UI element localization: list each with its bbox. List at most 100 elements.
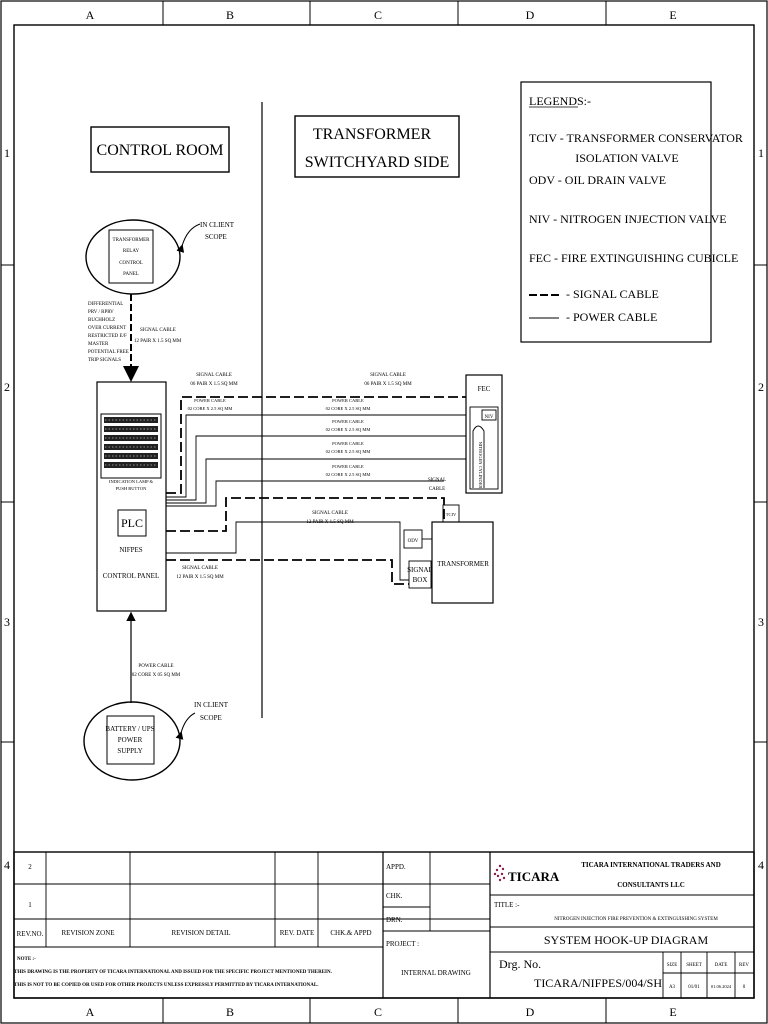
ups-scope-line-1: IN CLIENT xyxy=(194,701,229,709)
legend-text-tciv: - TRANSFORMER CONSERVATOR xyxy=(557,131,743,145)
header-revision-detail: REVISION DETAIL xyxy=(171,929,230,937)
tciv-label: TCIV xyxy=(446,512,457,517)
header-rev-no: REV.NO. xyxy=(17,930,44,938)
ups-scope-line-2: SCOPE xyxy=(200,714,222,722)
signal-mid-2: 12 PAIR X 1.5 SQ MM xyxy=(306,520,354,525)
fec-label: FEC xyxy=(478,385,491,393)
col-label-c-top: C xyxy=(374,8,382,22)
header-revision-zone: REVISION ZONE xyxy=(61,929,114,937)
indication-lamp-rows xyxy=(104,417,158,468)
project-value: INTERNAL DRAWING xyxy=(401,969,471,977)
niv-box xyxy=(481,409,497,421)
ups-line-3: SUPPLY xyxy=(117,747,142,755)
trip-signal-2: PRV / RPRV xyxy=(88,310,114,315)
power-4-1: POWER CABLE xyxy=(332,464,364,469)
logo-text: TICARA xyxy=(508,869,560,884)
signal-tciv-2: CABLE xyxy=(429,487,445,492)
indication-label-1: INDICATION LAMP & xyxy=(109,479,154,484)
legend-code-niv: NIV xyxy=(529,212,551,226)
date-label: DATE xyxy=(715,963,728,968)
relay-panel-line-4: PANEL xyxy=(123,272,139,277)
tciv-box xyxy=(442,504,460,523)
header-rev-date: REV. DATE xyxy=(280,929,314,937)
sheet-label: SHEET xyxy=(686,963,702,968)
size-label: SIZE xyxy=(667,963,678,968)
power-2-1: POWER CABLE xyxy=(332,419,364,424)
trip-signal-3: BUCHHOLZ xyxy=(88,318,115,323)
legend-signal-cable: - SIGNAL CABLE xyxy=(566,287,659,301)
legend-code-odv: ODV xyxy=(529,173,555,187)
power-1-left-1: POWER CABLE xyxy=(194,398,226,403)
col-label-e-top: E xyxy=(669,8,676,22)
plc-box xyxy=(117,509,147,537)
signal-box-label-2: BOX xyxy=(413,576,428,584)
fec-cubicle xyxy=(465,374,503,494)
legend-code-fec: FEC xyxy=(529,251,551,265)
power-3-1: POWER CABLE xyxy=(332,441,364,446)
legend-box xyxy=(520,81,712,343)
legend-code-tciv: TCIV xyxy=(529,131,557,145)
col-label-d-bottom: D xyxy=(526,1005,535,1019)
indication-label-2: PUSH BUTTON xyxy=(116,486,148,491)
col-label-a-bottom: A xyxy=(86,1005,95,1019)
rev-label: REV xyxy=(739,963,749,968)
legend-power-cable: - POWER CABLE xyxy=(566,310,657,324)
col-label-b-top: B xyxy=(226,8,234,22)
power-1-left-2: 02 CORE X 2.5 SQ MM xyxy=(188,406,233,411)
transformer-label: TRANSFORMER xyxy=(437,560,489,568)
niv-label: NIV xyxy=(485,415,494,420)
drn-label: DRN. xyxy=(386,916,403,924)
fec-signal-cable xyxy=(166,396,466,494)
ups-scope-arrow xyxy=(175,712,196,740)
row-label-3-right: 3 xyxy=(758,615,764,629)
row-label-1-left: 1 xyxy=(4,146,10,160)
nifpes-label: NIFPES xyxy=(119,546,142,554)
legend-text-fec: - FIRE EXTINGUISHING CUBICLE xyxy=(551,251,738,265)
signal-box xyxy=(408,560,432,589)
trip-signal-6: MASTER xyxy=(88,342,109,347)
ups-scope-ellipse xyxy=(83,701,181,781)
signal-tciv-1: SIGNAL xyxy=(428,478,446,483)
relay-signal-label-1: SIGNAL CABLE xyxy=(140,328,176,333)
rev-row-2: 2 xyxy=(28,863,32,871)
title-block-grid xyxy=(13,851,755,999)
power-cables xyxy=(166,414,466,507)
signal-box-cable xyxy=(166,559,409,585)
tciv-signal-cable xyxy=(166,497,445,532)
col-label-e-bottom: E xyxy=(669,1005,676,1019)
signal-mid-1: SIGNAL CABLE xyxy=(312,511,348,516)
appd-label: APPD. xyxy=(386,863,406,871)
col-label-a-top: A xyxy=(86,8,95,22)
nifpes-control-panel xyxy=(96,381,167,612)
control-room-title: CONTROL ROOM xyxy=(97,142,224,159)
trip-signal-7: POTENTIAL FREE xyxy=(88,350,129,355)
size-value: A3 xyxy=(669,985,676,990)
nitrogen-cylinder xyxy=(472,425,485,488)
ups-line-2: POWER xyxy=(118,736,143,744)
plc-label: PLC xyxy=(121,516,143,530)
col-label-c-bottom: C xyxy=(374,1005,382,1019)
top-signal-left-1: SIGNAL CABLE xyxy=(196,373,232,378)
header-chk-appd: CHK.& APPD xyxy=(330,929,371,937)
trip-signal-8: TRIP SIGNALS xyxy=(88,358,121,363)
chk-label: CHK. xyxy=(386,892,403,900)
note-title: NOTE :- xyxy=(17,957,36,962)
note-line-1: THIS DRAWING IS THE PROPERTY OF TICARA I… xyxy=(14,970,333,975)
legend-text-niv: - NITROGEN INJECTION VALVE xyxy=(550,212,726,226)
svg-text:FEC - FIRE EXTINGUISHING CUBIC: FEC - FIRE EXTINGUISHING CUBICLE xyxy=(529,251,738,265)
col-label-b-bottom: B xyxy=(226,1005,234,1019)
transformer-box xyxy=(431,521,494,604)
top-signal-right-1: SIGNAL CABLE xyxy=(370,373,406,378)
legend-text-odv: - OIL DRAIN VALVE xyxy=(555,173,666,187)
trip-signal-1: DIFFERENTIAL xyxy=(88,302,123,307)
row-label-1-right: 1 xyxy=(758,146,764,160)
sheet-value: 01/01 xyxy=(688,985,700,990)
svg-text:TCIV - TRANSFORMER CONSERVATOR: TCIV - TRANSFORMER CONSERVATOR xyxy=(529,131,743,145)
ups-line-1: BATTERY / UPS xyxy=(105,725,154,733)
relay-scope-line-1: IN CLIENT xyxy=(200,221,235,229)
diagram-name: SYSTEM HOOK-UP DIAGRAM xyxy=(544,933,709,947)
ups-power-label-1: POWER CABLE xyxy=(138,664,173,669)
company-line-2: CONSULTANTS LLC xyxy=(617,881,685,889)
